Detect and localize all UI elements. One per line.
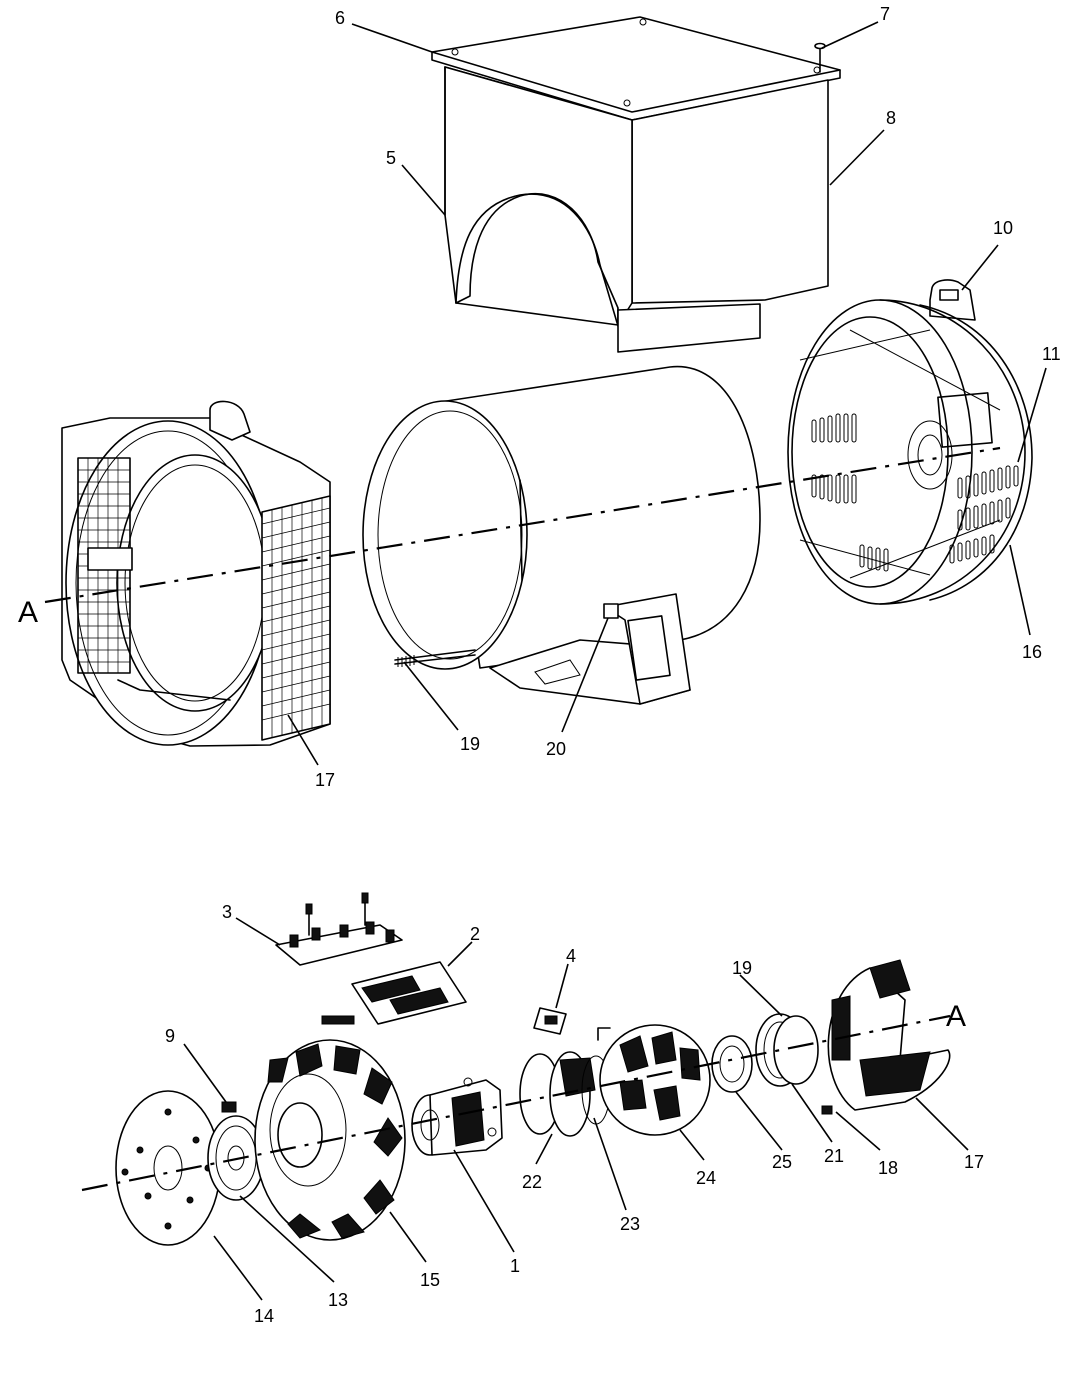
callout-22: 22 [522,1172,542,1192]
axis-line-lower [81,1014,951,1192]
control-panel [321,961,467,1025]
callout-24: 24 [696,1168,716,1188]
de-adaptor [61,400,331,747]
callout-18: 18 [878,1158,898,1178]
stator-stud [394,649,476,667]
callout-13: 13 [328,1290,348,1310]
bolt [221,1101,237,1113]
coupling-disc [115,1090,221,1246]
callout-17-lower: 17 [964,1152,984,1172]
axis-label-a-lower: A [946,1000,966,1033]
callout-23: 23 [620,1214,640,1234]
stator-foot [489,593,691,705]
terminal-links [275,892,403,966]
left-guard-screen [77,457,131,674]
lifting-eye [929,279,976,321]
callout-25: 25 [772,1152,792,1172]
nde-end-bracket [787,299,1033,605]
callout-21: 21 [824,1146,844,1166]
callout-16: 16 [1022,642,1042,662]
callout-10: 10 [993,218,1013,238]
callout-5: 5 [386,148,396,168]
callout-2: 2 [470,924,480,944]
bracket-slots [811,413,1019,572]
right-guard-screen [261,495,331,741]
stator-frame [362,365,761,670]
callout-15: 15 [420,1270,440,1290]
axis-line-upper [44,446,1001,604]
callout-19-lower: 19 [732,958,752,978]
callout-8: 8 [886,108,896,128]
nde-bracket-lower [821,959,951,1115]
callout-6: 6 [335,8,345,28]
callout-7: 7 [880,4,890,24]
axis-label-a-upper: A [18,596,38,629]
callout-14: 14 [254,1306,274,1326]
callout-9: 9 [165,1026,175,1046]
callout-1: 1 [510,1256,520,1276]
callout-20: 20 [546,739,566,759]
callout-4: 4 [566,946,576,966]
callout-17-upper: 17 [315,770,335,790]
callout-11: 11 [1042,344,1061,364]
terminal-box [444,66,829,353]
callout-19-upper: 19 [460,734,480,754]
callout-3: 3 [222,902,232,922]
avr-plate [533,1007,567,1035]
leader-lines [183,21,1047,1301]
main-rotor [597,1024,711,1136]
shaft-hub [411,1077,503,1156]
